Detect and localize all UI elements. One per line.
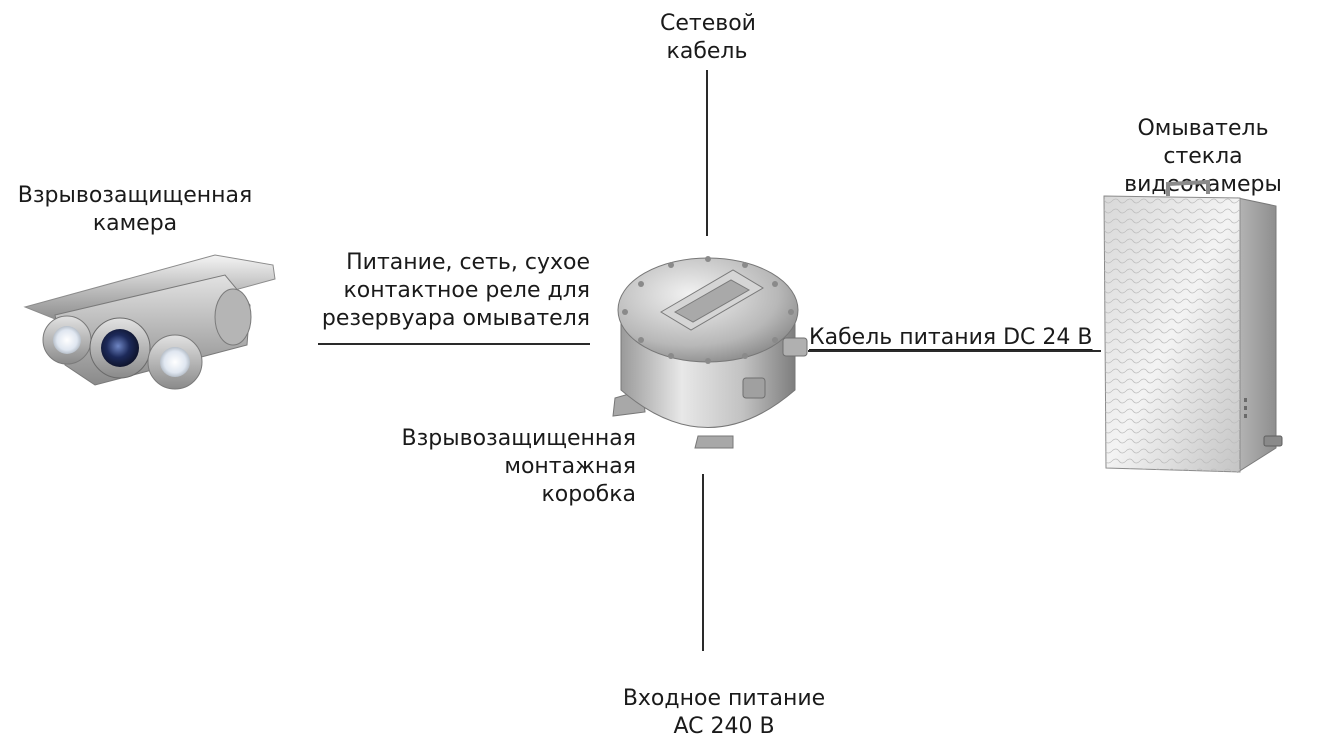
network-cable-label: Сетевой кабель <box>660 10 754 66</box>
camera-glass-washer-image <box>1098 176 1288 476</box>
junction-box-image <box>603 240 818 452</box>
washer-link-line <box>808 350 1101 352</box>
network-cable-line <box>706 70 708 236</box>
input-power-label: Входное питание AC 240 В <box>608 685 840 741</box>
input-power-line <box>702 474 704 651</box>
explosion-proof-camera-image <box>15 245 285 395</box>
camera-link-line <box>318 343 590 345</box>
washer-link-label: Кабель питания DC 24 В <box>809 324 1109 352</box>
camera-link-label: Питание, сеть, сухое контактное реле для… <box>298 249 590 333</box>
junction-box-label: Взрывозащищенная монтажная коробка <box>380 425 636 509</box>
camera-label: Взрывозащищенная камера <box>4 182 266 238</box>
